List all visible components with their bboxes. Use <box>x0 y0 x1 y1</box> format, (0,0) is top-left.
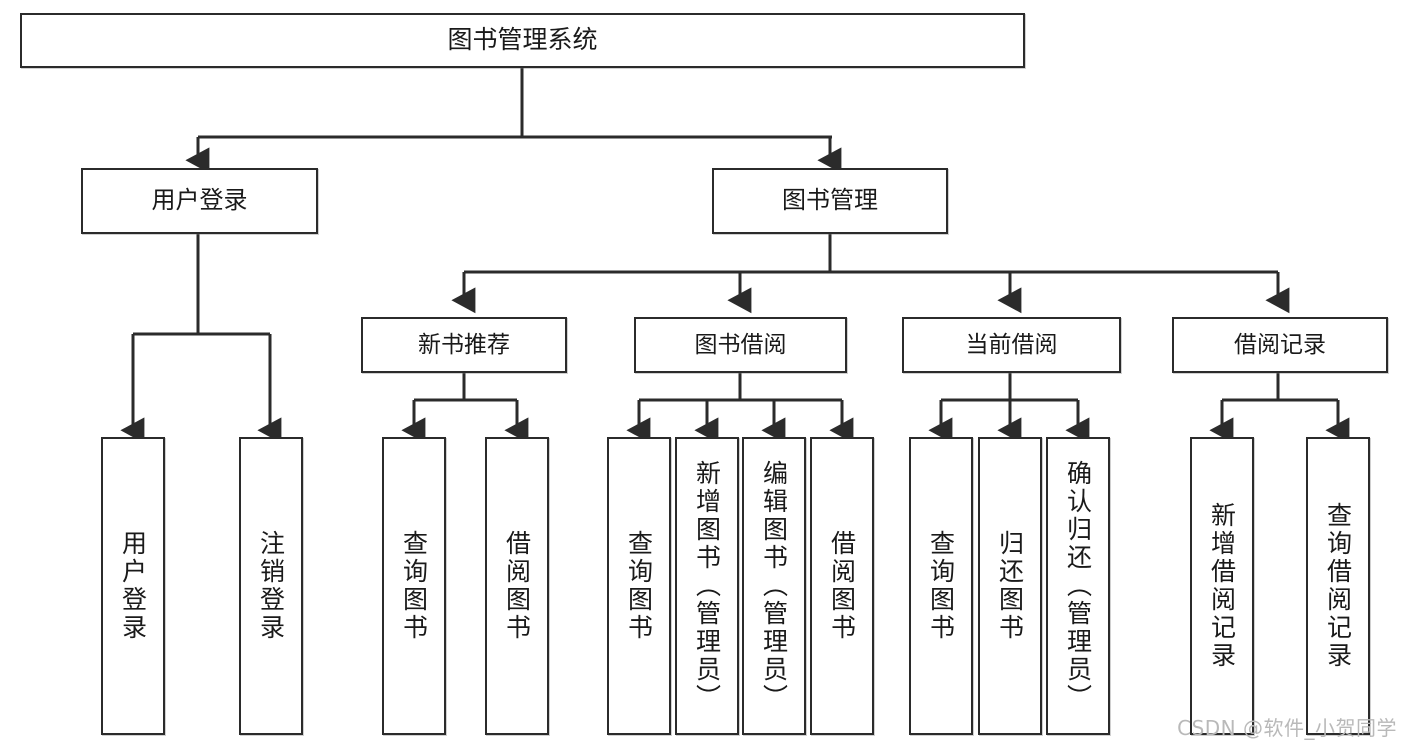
node-leaf-user-login[interactable]: 用户登录 <box>101 437 165 735</box>
node-label: 新增图书（管理员） <box>692 460 722 712</box>
node-leaf-query-book-1[interactable]: 查询图书 <box>382 437 446 735</box>
node-label: 借阅图书 <box>502 530 532 642</box>
node-label: 编辑图书（管理员） <box>759 460 789 712</box>
node-label: 新书推荐 <box>418 331 510 358</box>
node-leaf-add-record[interactable]: 新增借阅记录 <box>1190 437 1254 735</box>
node-leaf-return-book[interactable]: 归还图书 <box>978 437 1042 735</box>
node-leaf-logout[interactable]: 注销登录 <box>239 437 303 735</box>
node-root-book-management-system[interactable]: 图书管理系统 <box>20 13 1025 68</box>
node-label: 查询图书 <box>399 530 429 642</box>
node-label: 当前借阅 <box>965 331 1058 358</box>
node-label: 查询借阅记录 <box>1323 502 1353 670</box>
node-leaf-edit-book[interactable]: 编辑图书（管理员） <box>742 437 806 735</box>
node-borrow-record[interactable]: 借阅记录 <box>1172 317 1388 373</box>
node-leaf-confirm-return[interactable]: 确认归还（管理员） <box>1046 437 1110 735</box>
node-leaf-borrow-book-1[interactable]: 借阅图书 <box>485 437 549 735</box>
node-label: 确认归还（管理员） <box>1063 460 1093 712</box>
node-label: 注销登录 <box>256 530 286 642</box>
node-leaf-query-book-2[interactable]: 查询图书 <box>607 437 671 735</box>
node-new-book-recommend[interactable]: 新书推荐 <box>361 317 567 373</box>
node-label: 用户登录 <box>118 530 148 642</box>
node-label: 查询图书 <box>624 530 654 642</box>
node-leaf-borrow-book-2[interactable]: 借阅图书 <box>810 437 874 735</box>
node-leaf-add-book[interactable]: 新增图书（管理员） <box>675 437 739 735</box>
node-label: 借阅记录 <box>1234 331 1326 358</box>
node-label: 图书管理系统 <box>447 25 598 55</box>
node-leaf-query-record[interactable]: 查询借阅记录 <box>1306 437 1370 735</box>
node-label: 新增借阅记录 <box>1207 502 1237 670</box>
csdn-watermark: CSDN @软件_小贺同学 <box>1177 716 1397 740</box>
node-label: 图书管理 <box>782 186 878 215</box>
node-label: 借阅图书 <box>827 530 857 642</box>
node-book-management[interactable]: 图书管理 <box>712 168 948 234</box>
node-label: 图书借阅 <box>694 331 787 358</box>
node-label: 查询图书 <box>926 530 956 642</box>
node-leaf-query-book-3[interactable]: 查询图书 <box>909 437 973 735</box>
node-user-login[interactable]: 用户登录 <box>81 168 318 234</box>
node-book-borrow[interactable]: 图书借阅 <box>634 317 847 373</box>
node-label: 归还图书 <box>995 530 1025 642</box>
node-current-borrow[interactable]: 当前借阅 <box>902 317 1121 373</box>
node-label: 用户登录 <box>151 186 248 215</box>
